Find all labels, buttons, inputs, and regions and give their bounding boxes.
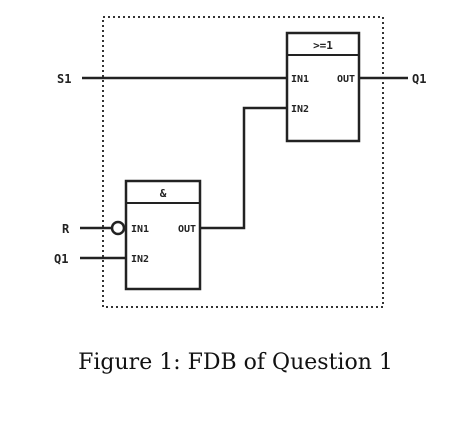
wire-and-to-or <box>200 106 287 230</box>
or-block-in2-label: IN2 <box>291 104 309 115</box>
signal-q1-in-label: Q1 <box>54 252 68 266</box>
signal-s1-label: S1 <box>57 72 71 86</box>
and-block-body <box>124 179 202 291</box>
or-block-title: >=1 <box>313 39 333 52</box>
negation-circle <box>110 220 126 236</box>
and-block-in2-label: IN2 <box>131 254 149 265</box>
or-block-in1-label: IN1 <box>291 74 309 85</box>
and-block: & IN1 IN2 OUT <box>124 179 202 291</box>
program-boundary <box>102 16 384 308</box>
and-block-in1-label: IN1 <box>131 224 149 235</box>
and-block-title: & <box>160 187 167 200</box>
or-block: >=1 IN1 IN2 OUT <box>285 31 361 143</box>
and-block-out-label: OUT <box>178 224 196 235</box>
figure-caption: Figure 1: FDB of Question 1 <box>78 350 393 375</box>
signal-q1-out-label: Q1 <box>412 72 426 86</box>
or-block-out-label: OUT <box>337 74 355 85</box>
or-block-body <box>285 31 361 143</box>
signal-r-label: R <box>62 222 70 236</box>
